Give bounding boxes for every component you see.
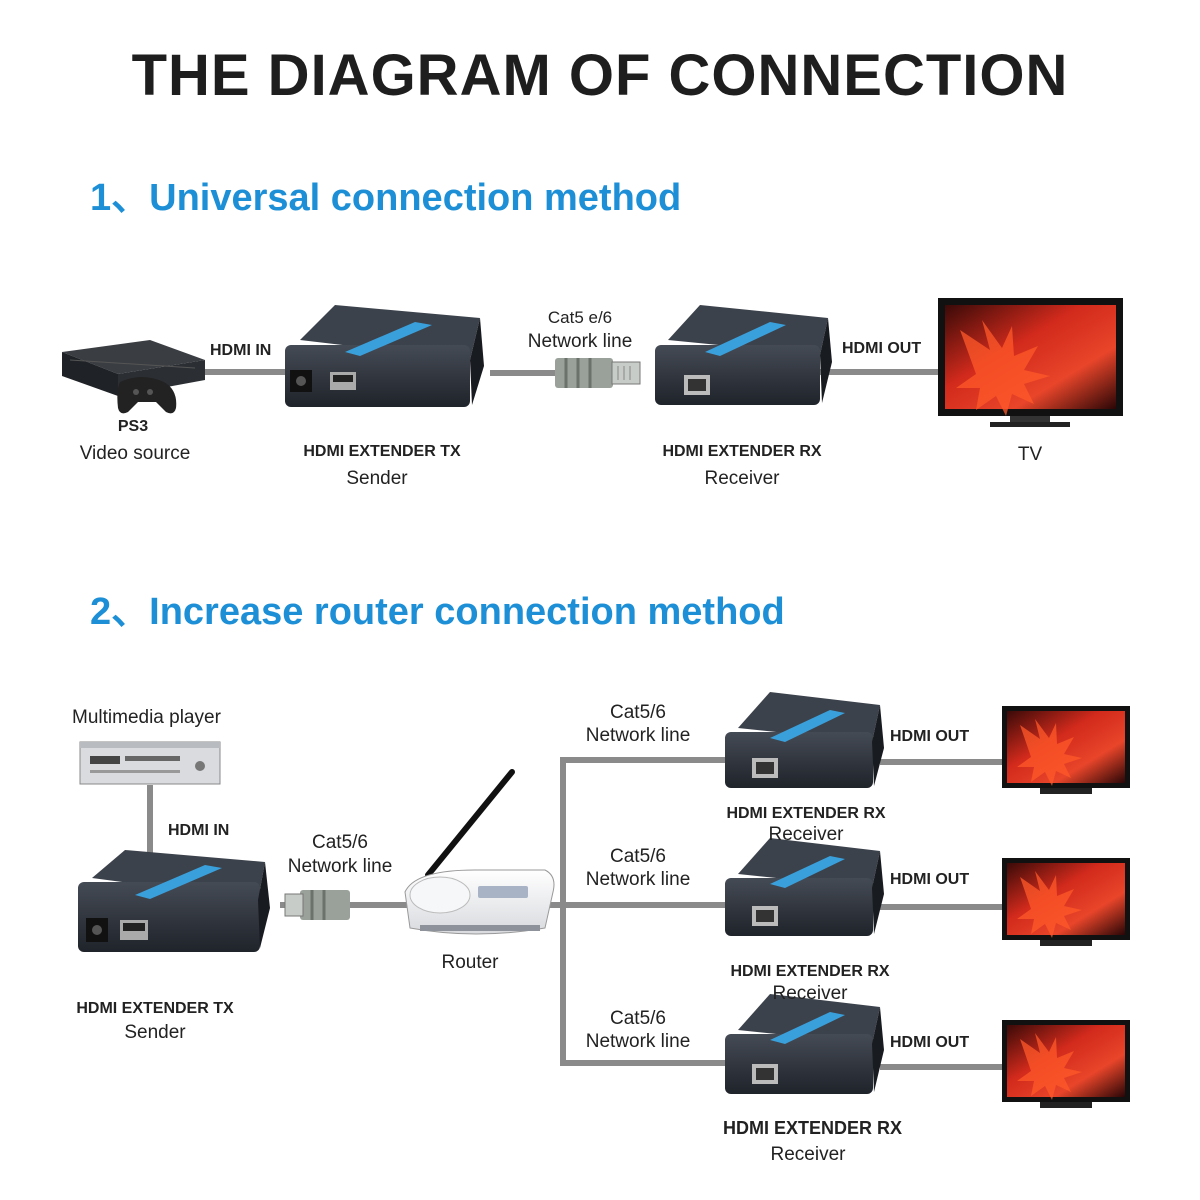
label-branch2-hdmi-out: HDMI OUT: [890, 871, 970, 888]
hdmi-extender-tx-icon: [285, 305, 484, 407]
label-branch2-cable-type: Cat5/6: [610, 846, 666, 867]
label-branch2-rx-role: Receiver: [772, 983, 848, 1004]
label-tx-name-1: HDMI EXTENDER TX: [303, 443, 461, 460]
page-title: THE DIAGRAM OF CONNECTION: [131, 43, 1069, 108]
label-rx-role-1: Receiver: [704, 468, 780, 489]
hdmi-extender-rx-icon-2b: [725, 838, 884, 936]
label-branch1-hdmi-out: HDMI OUT: [890, 728, 970, 745]
label-branch3-cable-name: Network line: [585, 1031, 691, 1052]
label-tx-name-2: HDMI EXTENDER TX: [76, 1000, 234, 1017]
dvd-player-icon: [79, 741, 221, 785]
hdmi-extender-tx-icon-2: [78, 850, 270, 952]
label-hdmi-in-2: HDMI IN: [168, 822, 230, 839]
label-cable-type-2: Cat5/6: [312, 832, 368, 853]
label-branch3-rx-name: HDMI EXTENDER RX: [722, 1118, 902, 1138]
hdmi-extender-rx-icon: [655, 305, 832, 405]
cable-hdmi-out-2: [880, 759, 1005, 1070]
label-branch1-rx-name: HDMI EXTENDER RX: [726, 805, 886, 822]
label-source-name: PS3: [117, 418, 149, 435]
hdmi-extender-rx-icon-2a: [725, 692, 884, 788]
label-hdmi-out-1: HDMI OUT: [842, 340, 922, 357]
rj45-connector-icon-2: [284, 890, 350, 920]
label-router: Router: [441, 952, 499, 973]
label-hdmi-in-1: HDMI IN: [210, 342, 272, 359]
label-cable-name-2: Network line: [287, 856, 393, 877]
rj45-connector-icon: [555, 358, 641, 388]
label-branch3-cable-type: Cat5/6: [610, 1008, 666, 1029]
tv-icon-2b: [1002, 858, 1130, 946]
label-source-role: Video source: [79, 443, 191, 464]
label-branch3-hdmi-out: HDMI OUT: [890, 1034, 970, 1051]
label-cable-name-1: Network line: [527, 331, 633, 352]
label-branch1-cable-type: Cat5/6: [610, 702, 666, 723]
label-branch1-rx-role: Receiver: [768, 824, 844, 845]
label-tx-role-2: Sender: [124, 1022, 186, 1043]
router-icon: [404, 769, 555, 935]
label-branch2-cable-name: Network line: [585, 869, 691, 890]
label-branch3-rx-role: Receiver: [770, 1144, 846, 1165]
label-branch1-cable-name: Network line: [585, 725, 691, 746]
gamepad-icon: [117, 377, 177, 414]
label-tx-role-1: Sender: [346, 468, 408, 489]
label-branch2-rx-name: HDMI EXTENDER RX: [730, 963, 890, 980]
section2-heading: 2、Increase router connection method: [90, 591, 785, 633]
label-tv: TV: [1017, 444, 1043, 465]
tv-icon-2c: [1002, 1020, 1130, 1108]
cable-router-trunk: [550, 757, 730, 1066]
label-cable-type-1: Cat5 e/6: [547, 308, 613, 327]
tv-icon-2a: [1002, 706, 1130, 794]
label-multimedia-player: Multimedia player: [72, 707, 221, 728]
label-rx-name-1: HDMI EXTENDER RX: [662, 443, 822, 460]
hdmi-extender-rx-icon-2c: [725, 994, 884, 1094]
tv-icon: [938, 298, 1123, 427]
section1-heading: 1、Universal connection method: [90, 177, 682, 219]
